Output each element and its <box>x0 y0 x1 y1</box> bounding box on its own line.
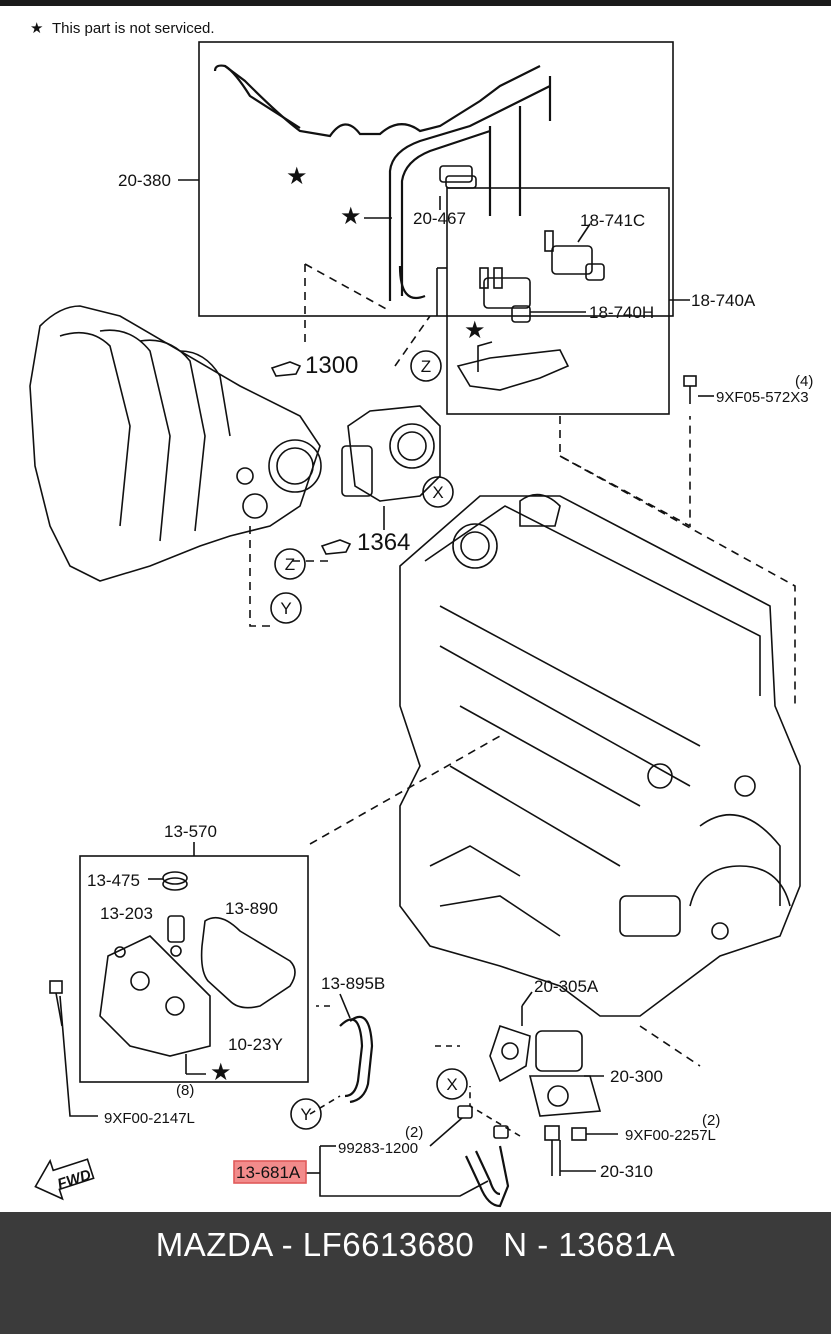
label-13-570: 13-570 <box>164 822 217 841</box>
throttle-body <box>341 405 441 502</box>
label-1364: 1364 <box>357 529 410 556</box>
callout-y2: Y <box>290 1098 322 1130</box>
label-20-300: 20-300 <box>610 1067 663 1086</box>
cap-13-475 <box>162 871 188 891</box>
label-9xf00-2147l: 9XF00-2147L <box>104 1110 195 1127</box>
label-13-681a[interactable]: 13-681A <box>236 1163 301 1182</box>
intake-manifold <box>29 305 322 582</box>
dashed-leaders-top <box>249 263 796 706</box>
note-star: ★ <box>30 20 43 37</box>
hose-13-681a <box>465 1145 510 1208</box>
label-20-310: 20-310 <box>600 1162 653 1181</box>
bolt-9xf00-2257l <box>571 1127 618 1141</box>
fwd-label: FWD <box>55 1166 93 1193</box>
gasket-20-305a <box>489 1024 531 1083</box>
label-1300: 1300 <box>305 352 358 379</box>
svg-text:★: ★ <box>464 317 486 344</box>
callout-z1: Z <box>410 350 442 382</box>
hose-group-box <box>198 41 674 317</box>
vacuum-hoses <box>213 64 552 301</box>
hose-clips <box>439 165 477 189</box>
label-20-467: 20-467 <box>413 209 466 228</box>
gasket-10-23y <box>200 916 296 1009</box>
label-13-890: 13-890 <box>225 899 278 918</box>
label-18-740h: 18-740H <box>589 303 654 322</box>
bolt-9xf00-2147l <box>49 980 63 1027</box>
solenoid-bracket <box>456 341 570 391</box>
label-qty-8: (8) <box>176 1082 194 1099</box>
svg-text:Y: Y <box>300 1105 311 1124</box>
label-qty-2a: (2) <box>405 1124 423 1141</box>
ref-hand-icon-1364 <box>320 539 352 555</box>
engine-block <box>399 493 801 1017</box>
label-9xf00-2257l: 9XF00-2257L <box>625 1127 716 1144</box>
footer-banner: MAZDA - LF6613680 N - 13681A <box>0 1212 831 1334</box>
solenoid-box <box>446 187 670 415</box>
clamp-99283 <box>457 1105 509 1139</box>
oil-separator <box>99 935 211 1057</box>
bolt-9xf05 <box>683 375 697 404</box>
callout-x2: X <box>436 1068 468 1100</box>
label-20-305a: 20-305A <box>534 977 599 996</box>
svg-text:X: X <box>446 1075 457 1094</box>
pipe-20-310 <box>544 1125 561 1176</box>
svg-text:★: ★ <box>340 203 362 230</box>
parts-diagram: ★ This part is not serviced. ★ ★ ★ <box>29 20 813 1208</box>
pcv-valve <box>167 915 185 957</box>
egr-valve-20-300 <box>528 1030 602 1117</box>
callout-z2: Z <box>274 548 306 580</box>
highlight-13-681a <box>233 1160 307 1184</box>
hose-13-895b <box>339 1015 374 1104</box>
label-qty-2b: (2) <box>702 1112 720 1129</box>
label-99283-1200: 99283-1200 <box>338 1140 418 1157</box>
label-13-203: 13-203 <box>100 904 153 923</box>
label-20-380: 20-380 <box>118 171 171 190</box>
label-18-741c: 18-741C <box>580 211 645 230</box>
label-18-740a: 18-740A <box>691 291 756 310</box>
svg-text:★: ★ <box>210 1059 232 1086</box>
footer-part-number: MAZDA - LF6613680 N - 13681A <box>155 1226 676 1263</box>
svg-text:Y: Y <box>280 599 291 618</box>
fwd-arrow-icon <box>34 1158 95 1201</box>
label-9xf05-qty: (4) <box>795 373 813 390</box>
label-13-475: 13-475 <box>87 871 140 890</box>
callout-y1: Y <box>270 592 302 624</box>
label-9xf05-572x3: 9XF05-572X3 <box>716 389 809 406</box>
ref-hand-icon-1300 <box>270 361 302 377</box>
callout-x1: X <box>422 476 454 508</box>
solenoid-valve-c <box>544 230 605 281</box>
top-bar <box>0 0 831 6</box>
svg-text:★: ★ <box>286 163 308 190</box>
label-13-895b: 13-895B <box>321 974 385 993</box>
solenoid-valve-h <box>479 267 531 323</box>
svg-text:X: X <box>432 483 443 502</box>
svg-text:Z: Z <box>421 357 431 376</box>
note-text: This part is not serviced. <box>52 20 215 37</box>
svg-text:Z: Z <box>285 555 295 574</box>
label-10-23y: 10-23Y <box>228 1035 283 1054</box>
